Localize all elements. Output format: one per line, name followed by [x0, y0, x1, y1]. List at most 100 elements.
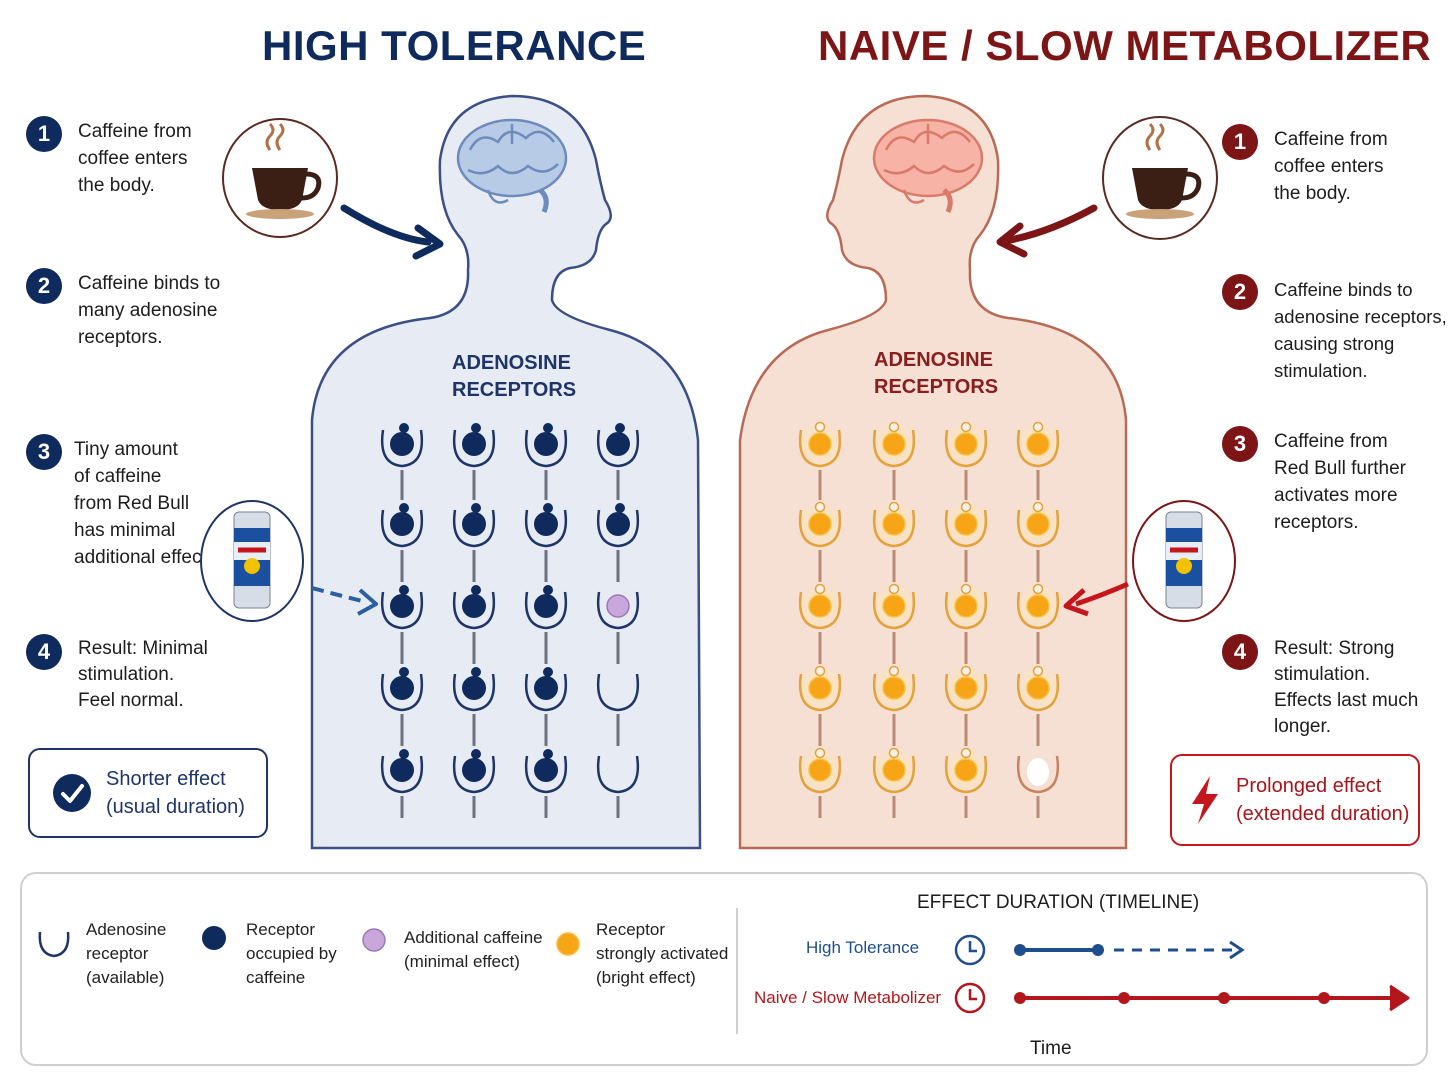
receptor-cup: [1016, 509, 1060, 548]
activated-dot-top: [814, 501, 826, 513]
timeline-row-label-naive: Naive / Slow Metabolizer: [754, 988, 942, 1007]
step-badge: 1: [1222, 124, 1258, 160]
receptor-cup: [596, 509, 640, 548]
coffee-cup-icon: [1126, 122, 1202, 219]
caffeine-dot-top: [543, 749, 553, 759]
activated-dot: [882, 758, 906, 782]
activated-dot-top: [888, 501, 900, 513]
receptor-cup: [452, 591, 496, 630]
energy-drink-can-icon: [233, 511, 271, 609]
receptor-right: [870, 746, 918, 796]
receptor-cup: [380, 673, 424, 712]
step-text: Caffeine from coffee enters the body.: [1274, 129, 1388, 204]
receptor-cup: [872, 509, 916, 548]
left-title: HIGH TOLERANCE: [262, 22, 647, 69]
right-summary-box: Prolonged effect (extended duration): [1170, 754, 1420, 846]
receptor-cup: [798, 429, 842, 468]
receptor-cup: [452, 673, 496, 712]
right-coffee-arrow: [1006, 204, 1098, 244]
caffeine-dot-top: [471, 503, 481, 513]
receptor-left: [380, 420, 424, 470]
timeline-graphic: [954, 934, 1410, 1014]
receptor-available-icon: [38, 931, 70, 958]
receptor-right: [1014, 664, 1062, 714]
left-receptor-label: ADENOSINE RECEPTORS: [452, 352, 577, 401]
timeline-bar-naive: [1014, 984, 1410, 1012]
receptor-cup: [452, 509, 496, 548]
receptor-cup: [380, 429, 424, 468]
left-step-3: 3 Tiny amount of caffeine from Red Bull …: [26, 434, 212, 571]
right-summary-text: Prolonged effect (extended duration): [1236, 775, 1410, 825]
receptor-right: [1016, 746, 1060, 796]
right-receptor-grid: [796, 420, 1062, 818]
caffeine-dot-top: [399, 503, 409, 513]
additional-caffeine-dot: [606, 594, 630, 618]
step-badge: 3: [1222, 426, 1258, 462]
caffeine-dot: [462, 676, 486, 700]
timeline-axis-label: Time: [1030, 1038, 1072, 1059]
step-badge: 4: [26, 634, 62, 670]
step-text: Caffeine binds to many adenosine recepto…: [78, 273, 221, 348]
right-step-1: 1 Caffeine from coffee enters the body.: [1222, 124, 1388, 207]
receptor-activated-icon: [553, 929, 583, 959]
receptor-cup: [524, 755, 568, 794]
receptor-bg: [598, 746, 638, 796]
receptor-right: [796, 420, 844, 470]
caffeine-dot-top: [543, 423, 553, 433]
receptor-cup: [596, 429, 640, 468]
receptor-left: [380, 746, 424, 796]
receptor-left: [524, 582, 568, 632]
receptor-right: [1014, 500, 1062, 550]
right-body: [738, 94, 1128, 850]
receptor-cup: [798, 591, 842, 630]
lightning-icon: [1192, 776, 1218, 824]
receptor-right: [796, 746, 844, 796]
caffeine-dot: [390, 594, 414, 618]
receptor-cup: [380, 509, 424, 548]
caffeine-dot-top: [399, 667, 409, 677]
receptor-left: [452, 420, 496, 470]
legend-item-available: Adenosine receptor (available): [36, 918, 166, 990]
legend-text: Adenosine receptor (available): [86, 920, 167, 987]
activated-dot: [1026, 676, 1050, 700]
step-text: Result: Strong stimulation. Effects last…: [1274, 638, 1419, 737]
receptor-right: [796, 582, 844, 632]
receptor-cup: [380, 755, 424, 794]
activated-dot: [808, 594, 832, 618]
left-redbull-circle: [200, 500, 304, 622]
activated-dot-top: [960, 583, 972, 595]
left-step-4: 4 Result: Minimal stimulation. Feel norm…: [26, 634, 208, 714]
caffeine-dot-top: [615, 503, 625, 513]
receptor-right: [942, 582, 990, 632]
coffee-cup-icon: [246, 122, 322, 219]
right-redbull-circle: [1132, 500, 1236, 622]
left-step-1: 1 Caffeine from coffee enters the body.: [26, 116, 192, 199]
activated-dot-top: [960, 665, 972, 677]
activated-dot-top: [888, 665, 900, 677]
receptor-cup: [524, 509, 568, 548]
receptor-left: [524, 664, 568, 714]
activated-dot-top: [888, 421, 900, 433]
receptor-cup: [872, 429, 916, 468]
receptor-right: [796, 664, 844, 714]
receptor-cup: [1016, 673, 1060, 712]
caffeine-dot: [606, 432, 630, 456]
receptor-left: [524, 420, 568, 470]
receptor-left: [452, 664, 496, 714]
activated-dot-top: [814, 421, 826, 433]
right-step-4: 4 Result: Strong stimulation. Effects la…: [1222, 634, 1418, 740]
caffeine-dot-top: [471, 749, 481, 759]
receptor-left: [380, 500, 424, 550]
caffeine-dot: [462, 594, 486, 618]
receptor-right: [870, 664, 918, 714]
legend-text: Receptor occupied by caffeine: [246, 920, 337, 987]
receptor-left: [596, 582, 640, 632]
legend-text: Receptor strongly activated (bright effe…: [596, 920, 729, 987]
receptor-cup: [798, 509, 842, 548]
activated-dot: [1026, 594, 1050, 618]
receptor-cup: [944, 429, 988, 468]
left-coffee-arrow: [340, 204, 432, 246]
caffeine-dot: [390, 758, 414, 782]
checkmark-icon: [53, 774, 91, 812]
receptor-right: [942, 746, 990, 796]
